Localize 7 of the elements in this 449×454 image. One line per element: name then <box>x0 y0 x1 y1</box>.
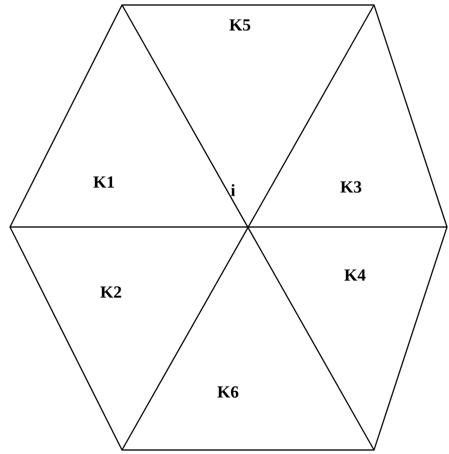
region-label: K1 <box>93 176 114 188</box>
region-label: K5 <box>229 19 250 31</box>
region-label: i <box>231 184 236 196</box>
region-label: K6 <box>217 386 238 398</box>
region-label: K2 <box>100 286 122 298</box>
region-label: K4 <box>344 269 366 281</box>
region-label: K3 <box>340 181 362 193</box>
